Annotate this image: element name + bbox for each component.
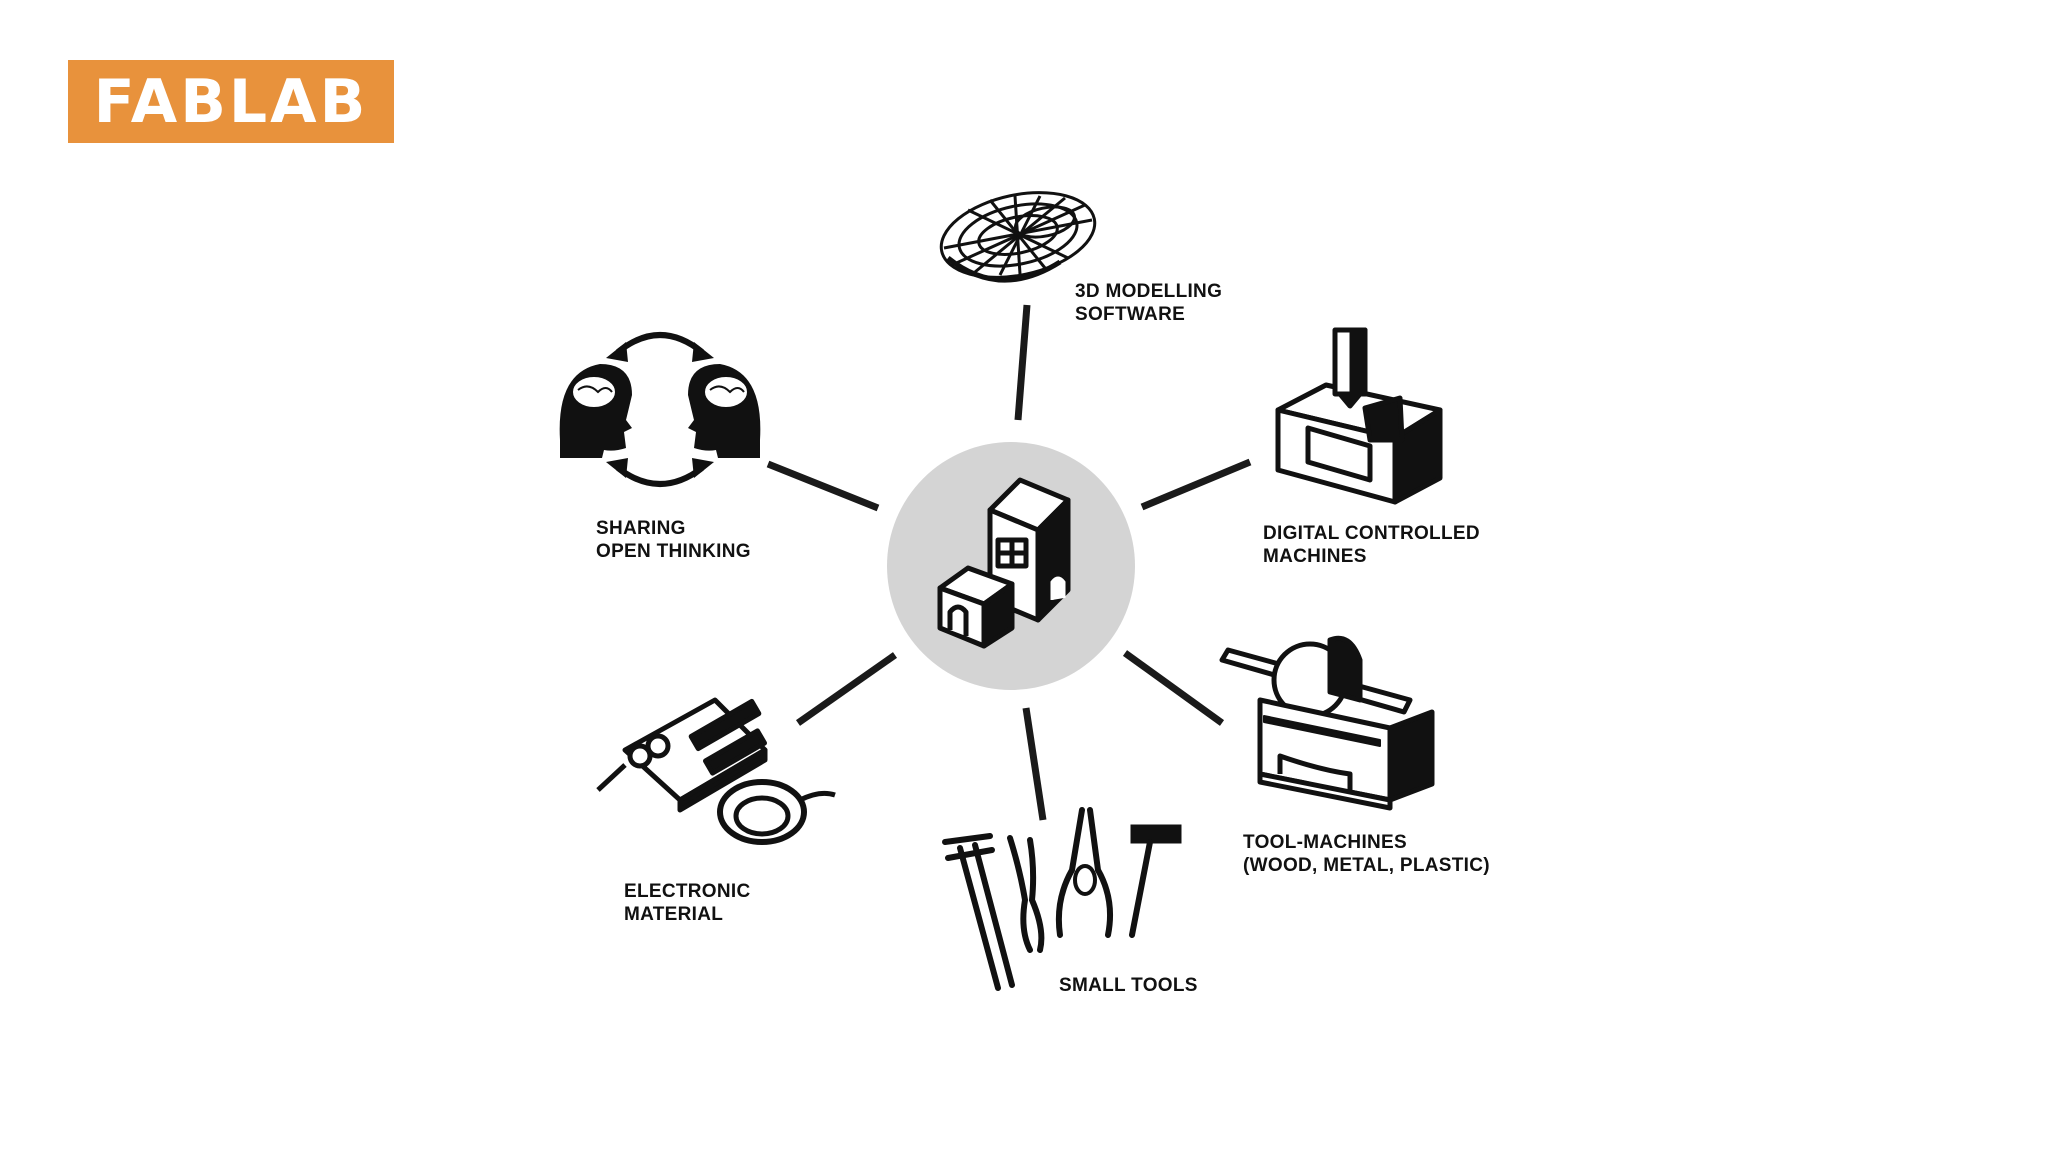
- hub: [887, 442, 1135, 690]
- label-line: TOOL-MACHINES: [1243, 832, 1407, 853]
- connector-small-tools: [1022, 707, 1047, 821]
- circuit-board-icon: [596, 697, 836, 845]
- label-tool-machines: TOOL-MACHINES(WOOD, METAL, PLASTIC): [1243, 831, 1490, 877]
- fablab-badge: FABLAB: [68, 60, 394, 143]
- label-line: OPEN THINKING: [596, 541, 751, 562]
- label-line: SHARING: [596, 518, 686, 539]
- cnc-machine-icon: [1275, 327, 1443, 505]
- exchange-arrows: [616, 332, 704, 487]
- label-line: (WOOD, METAL, PLASTIC): [1243, 855, 1490, 876]
- label-line: SMALL TOOLS: [1059, 975, 1198, 996]
- connector-electronic: [795, 652, 898, 726]
- two-heads-icon: [559, 332, 761, 487]
- label-line: 3D MODELLING: [1075, 281, 1223, 302]
- label-line: SOFTWARE: [1075, 304, 1186, 325]
- label-line: ELECTRONIC: [624, 881, 751, 902]
- connector-lines: [766, 304, 1252, 821]
- connector-tool-machines: [1122, 650, 1225, 726]
- hand-tools-icon: [942, 807, 1182, 991]
- fablab-building-icon: [937, 477, 1071, 649]
- connector-3d-modelling: [1014, 304, 1031, 421]
- connector-sharing: [766, 460, 880, 512]
- wireframe-torus-icon: [939, 191, 1097, 283]
- label-small-tools: SMALL TOOLS: [1059, 974, 1198, 997]
- label-line: MATERIAL: [624, 904, 724, 925]
- connector-digital-controlled: [1140, 458, 1252, 511]
- label-line: DIGITAL CONTROLLED: [1263, 523, 1480, 544]
- table-saw-icon: [1219, 635, 1435, 811]
- label-line: MACHINES: [1263, 546, 1367, 567]
